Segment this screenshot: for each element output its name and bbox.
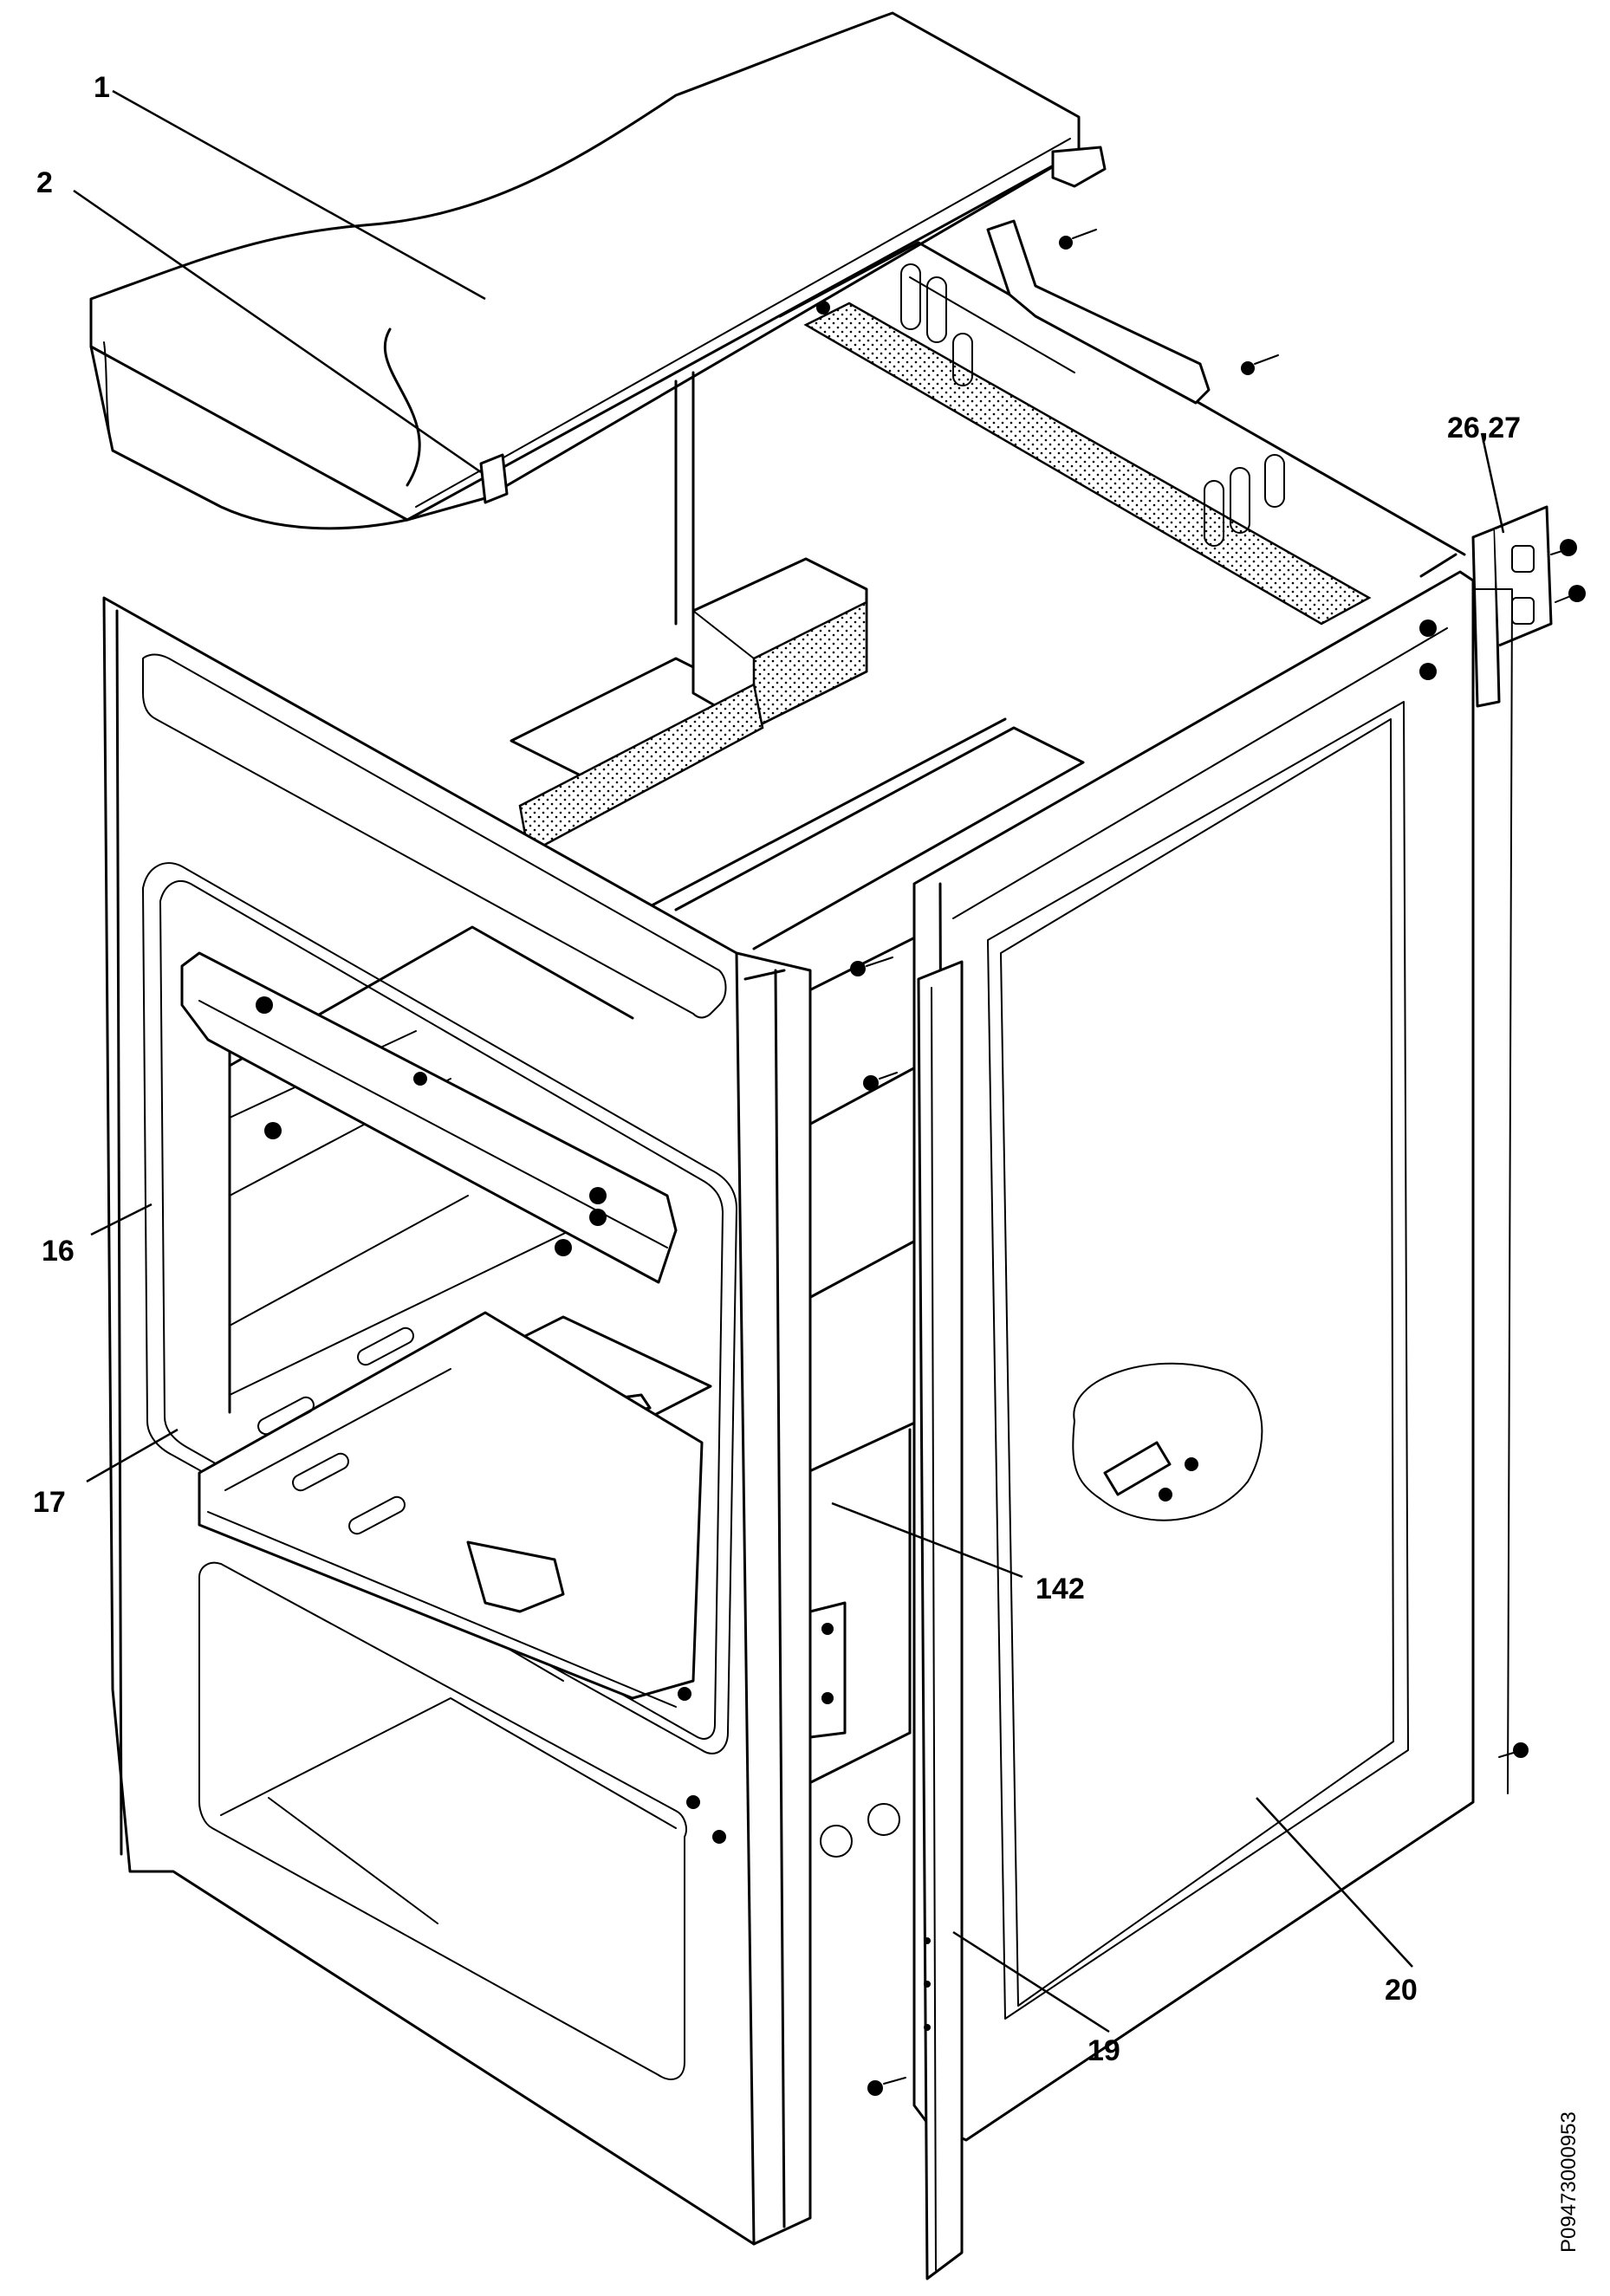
callout-26-27: 26,27: [1447, 412, 1521, 444]
oven-top-rail: [180, 951, 678, 1284]
door-gasket-seal: [142, 862, 737, 1754]
cutaway-detail-bracket: [1072, 1362, 1263, 1521]
callout-1: 1: [94, 71, 110, 104]
hinge-screw: [1550, 539, 1586, 603]
top-cover-panel: [89, 11, 1081, 530]
callout-19: 19: [1087, 2034, 1120, 2067]
rear-screw: [816, 229, 1279, 375]
rear-mounting-bracket: [986, 219, 1211, 405]
hinge-bracket: [1471, 505, 1553, 708]
oven-bottom-tray: [198, 1311, 704, 1708]
cover-clip-front: [479, 453, 509, 504]
leader-lines: [73, 89, 1505, 2033]
side-panel-pin: [1419, 619, 1437, 680]
callout-142: 142: [1035, 1573, 1085, 1605]
callout-16: 16: [42, 1235, 75, 1268]
lower-bracket-screw: [678, 1687, 726, 1844]
rear-frame: [674, 241, 1466, 626]
document-code: P09473000953: [1557, 2111, 1581, 2253]
side-screw: [850, 957, 1529, 2096]
vertical-trim-strip: [917, 960, 964, 2280]
rail-clip: [256, 996, 607, 1256]
rear-vent-slots: [900, 263, 1285, 547]
callout-20: 20: [1385, 1974, 1418, 2007]
cover-clip-rear: [1051, 146, 1107, 188]
rear-insulation-strip: [803, 302, 1372, 626]
lower-hinge-plate: [808, 1601, 847, 1739]
callout-17: 17: [33, 1486, 66, 1519]
insulation-block: [510, 557, 868, 855]
callout-2: 2: [36, 166, 53, 199]
